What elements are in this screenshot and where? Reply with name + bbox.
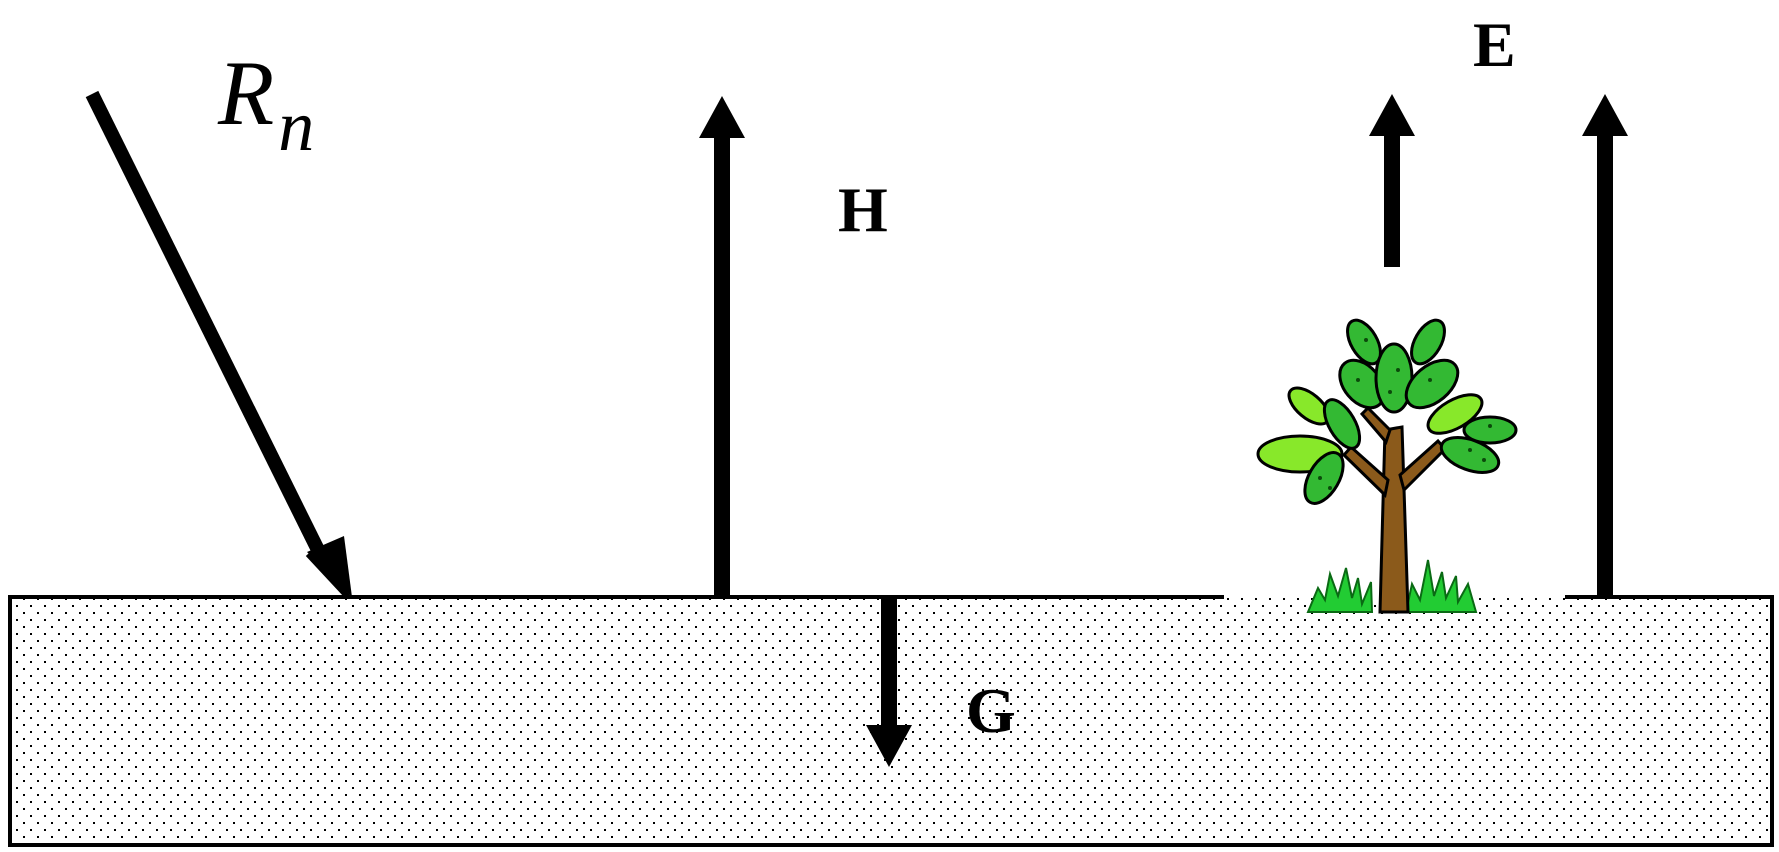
sensible-heat-arrow xyxy=(699,96,745,597)
sensible-heat-label: H xyxy=(838,174,888,245)
net-radiation-label: Rn xyxy=(217,42,314,166)
latent-heat-arrow-short xyxy=(1369,94,1415,267)
ground-heat-arrow xyxy=(866,597,912,767)
net-radiation-arrow xyxy=(85,90,352,600)
tree-leaves xyxy=(1256,318,1518,505)
ground-heat-label: G xyxy=(966,675,1016,746)
leaf-speckles xyxy=(1318,338,1492,490)
latent-heat-label: E xyxy=(1473,9,1516,80)
latent-heat-arrow-long xyxy=(1582,94,1628,597)
plant-icon xyxy=(1256,318,1518,614)
grass-tuft xyxy=(1306,559,1478,613)
